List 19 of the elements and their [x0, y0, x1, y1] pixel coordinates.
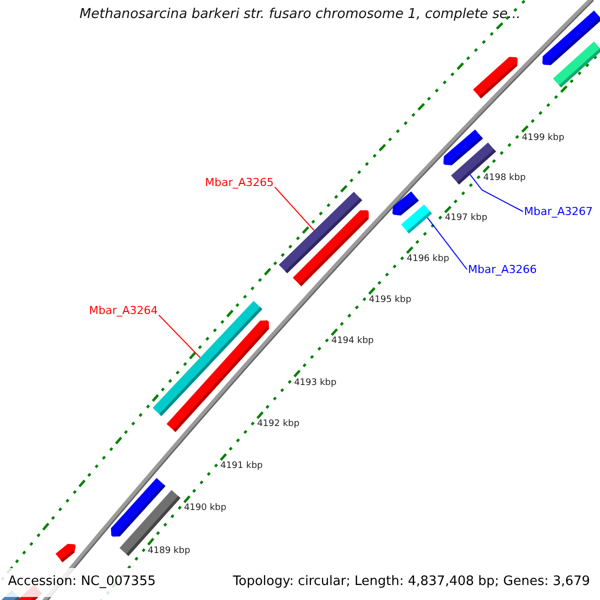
tick-label: 4196 kbp: [406, 254, 450, 264]
tick-label: 4194 kbp: [331, 336, 374, 346]
tick-label: 4192 kbp: [257, 419, 300, 430]
tick-label: 4190 kbp: [184, 503, 226, 514]
chart-title: Methanosarcina barkeri str. fusaro chromosome 1, complete se...: [78, 6, 522, 22]
leader-line: [470, 174, 524, 212]
leader-line: [274, 186, 315, 231]
gene-bar: [401, 204, 432, 234]
gene-label: Mbar_A3266: [468, 263, 537, 276]
gene-bar: [278, 192, 362, 274]
gene-label: Mbar_A3267: [524, 205, 593, 218]
gene-label: Mbar_A3264: [89, 304, 158, 317]
tick-label: 4198 kbp: [483, 173, 526, 184]
tick-label: 4191 kbp: [220, 461, 263, 472]
gene-label: Mbar_A3265: [205, 176, 274, 189]
tick-label: 4189 kbp: [148, 546, 190, 556]
leader-line: [426, 217, 468, 270]
leader-line: [158, 314, 201, 358]
tick-label: 4197 kbp: [444, 213, 488, 224]
